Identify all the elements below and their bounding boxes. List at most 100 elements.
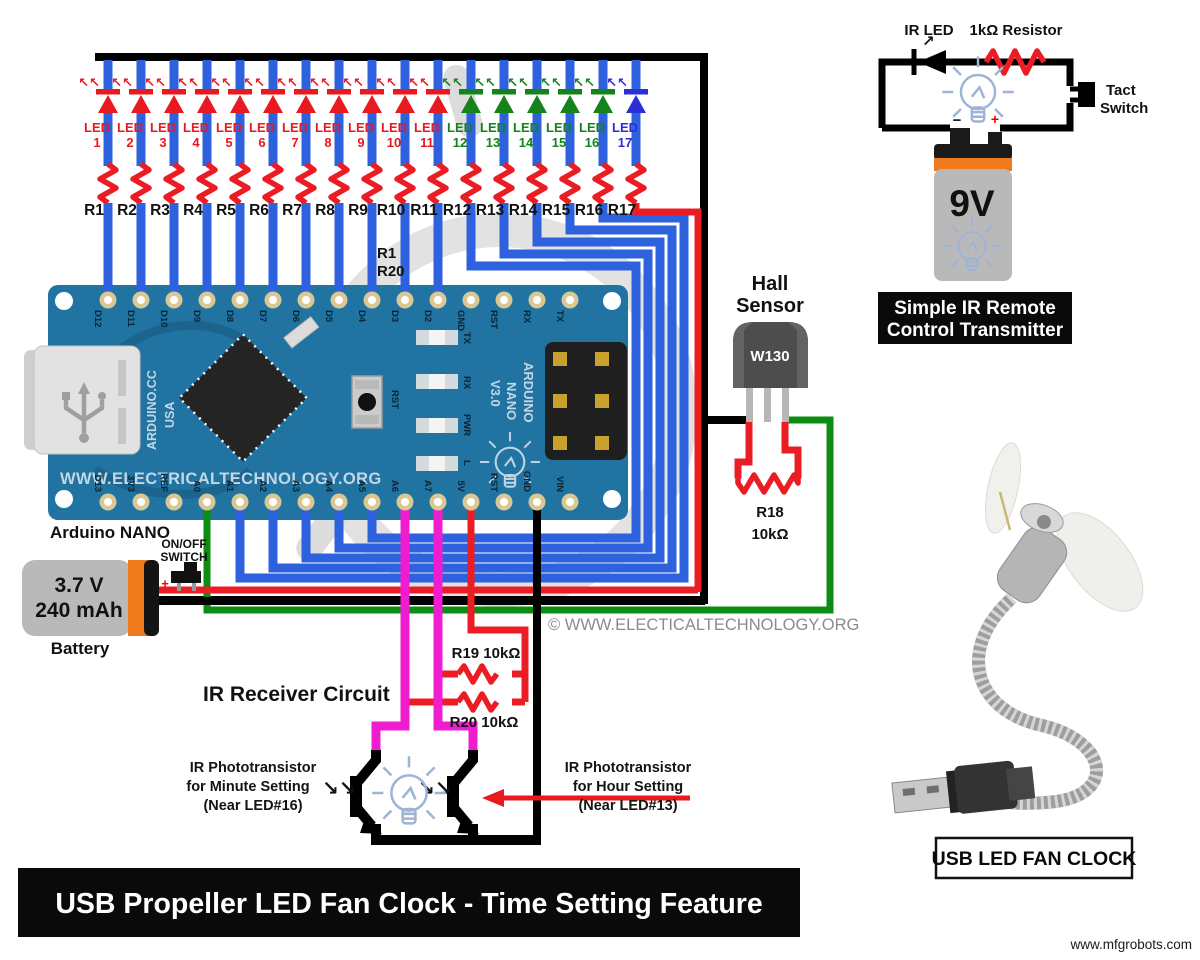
resistor-label: R11 (410, 202, 438, 219)
resistor-range-line1: R1 (377, 245, 396, 262)
resistor-label: R8 (315, 202, 335, 219)
resistor-range-line2: R20 (377, 263, 405, 280)
pin-holes-top (99, 291, 579, 309)
ir-transmitter: ↗ IR LED 1kΩ Resistor Tact Switch − + 9V… (878, 22, 1148, 344)
pin-label: A3 (290, 480, 301, 492)
label-line: IR Phototransistor (565, 760, 692, 776)
usb-fan-product: USB LED FAN CLOCK (891, 442, 1144, 880)
ir-led-label: IR LED (904, 22, 953, 39)
battery-plus-sign: + (161, 576, 169, 591)
r19-label: R19 10kΩ (452, 645, 521, 662)
led-number: 4 (192, 135, 200, 150)
led-label: LED (447, 120, 473, 135)
led-number: 16 (585, 135, 599, 150)
pin-label: D7 (257, 310, 268, 322)
emitter-arrowhead (457, 815, 479, 834)
led-number: 15 (552, 135, 566, 150)
transmitter-plus: + (991, 111, 999, 127)
led-label: LED (414, 120, 440, 135)
pin-label: D5 (323, 310, 334, 323)
led-number: 6 (258, 135, 265, 150)
led-number: 2 (126, 135, 133, 150)
usb-connector (24, 345, 141, 455)
led-number: 3 (159, 135, 166, 150)
usb-trident-icon (62, 382, 106, 443)
ir-led-triangle (918, 50, 946, 74)
transmitter-loop-wire (878, 58, 1074, 132)
mount-hole (55, 490, 73, 508)
pin-label: D8 (224, 310, 235, 322)
led-label: LED (579, 120, 605, 135)
hall-sensor: W130 (733, 322, 808, 422)
resistor-label: R7 (282, 202, 302, 219)
mount-hole (55, 292, 73, 310)
indicator-rx-label: RX (461, 376, 472, 390)
battery-voltage: 3.7 V (54, 574, 103, 597)
pin-label: A7 (422, 480, 433, 492)
pin-label: VIN (554, 476, 565, 492)
led-number: 8 (324, 135, 331, 150)
transmitter-caption-1: Simple IR Remote (894, 298, 1056, 319)
led-label: LED (84, 120, 110, 135)
r18-resistor (735, 472, 801, 495)
r18-lead-wires (734, 422, 802, 478)
pin-label: D9 (191, 310, 202, 322)
pin-label: RST (488, 310, 499, 329)
battery-minus-sign: − (160, 593, 169, 610)
led-number: 10 (387, 135, 401, 150)
label-line: for Minute Setting (186, 779, 309, 795)
resistor-labels: R1 R2 R3 R4 R5 R6 R7 R8 R9 R10 R11 R12 R… (84, 202, 636, 219)
transmitter-caption-box (878, 292, 1072, 344)
transmitter-minus: − (953, 112, 962, 129)
hall-title-1: Hall (752, 273, 789, 295)
led-number: 12 (453, 135, 467, 150)
pin-label: D3 (389, 310, 400, 322)
indicator-leds (416, 330, 458, 471)
pullup-supply-wires (405, 506, 529, 706)
battery-capacity: 240 mAh (35, 599, 123, 622)
annotation-arrowhead (482, 789, 504, 807)
copyright-watermark: © WWW.ELECTICALTECHNOLOGY.ORG (548, 616, 859, 634)
model-version-text: V3.0 (488, 380, 503, 407)
r18-name: R18 (756, 504, 784, 521)
pin-label: GND (521, 471, 532, 492)
resistor-label: R17 (608, 202, 636, 219)
led-label: LED (150, 120, 176, 135)
blade-spine (998, 491, 1012, 531)
resistor-label: R15 (542, 202, 571, 219)
ir-led-emit-arrows: ↗ (922, 33, 935, 50)
pin-label: A4 (323, 480, 334, 493)
r20-label: R20 10kΩ (450, 714, 519, 731)
label-line: (Near LED#13) (578, 798, 677, 814)
1k-resistor-label: 1kΩ Resistor (970, 22, 1063, 39)
hall-title-2: Sensor (736, 295, 804, 317)
led-label: LED (381, 120, 407, 135)
led-label: LED (249, 120, 275, 135)
resistor-label: R6 (249, 202, 269, 219)
battery-label: Battery (51, 639, 110, 658)
hall-signal-wire (203, 416, 834, 614)
pin-label: A0 (191, 480, 202, 492)
transmitter-caption-2: Control Transmitter (887, 320, 1064, 341)
pin-label: 5V (455, 480, 466, 492)
board-brand-text: ARDUINO.CC (145, 370, 159, 450)
fan-motor-body (996, 526, 1068, 604)
switch-label-1: ON/OFF (161, 537, 206, 551)
resistor-label: R5 (216, 202, 236, 219)
pin-label: GND (455, 310, 466, 331)
led-to-dpin-wires (103, 203, 443, 300)
diagram-title: USB Propeller LED Fan Clock - Time Setti… (55, 888, 762, 920)
pin-holes-bottom (99, 493, 579, 511)
pin-label: TX (554, 310, 565, 323)
mcu-chip (177, 332, 309, 464)
resistor-label: R3 (150, 202, 170, 219)
onoff-switch (171, 562, 201, 591)
led-number: 5 (225, 135, 232, 150)
led-label: LED (513, 120, 539, 135)
led-number: 17 (618, 135, 632, 150)
led-label: LED (612, 120, 638, 135)
indicator-tx-label: TX (461, 332, 472, 345)
model-nano-text: NANO (504, 382, 519, 420)
